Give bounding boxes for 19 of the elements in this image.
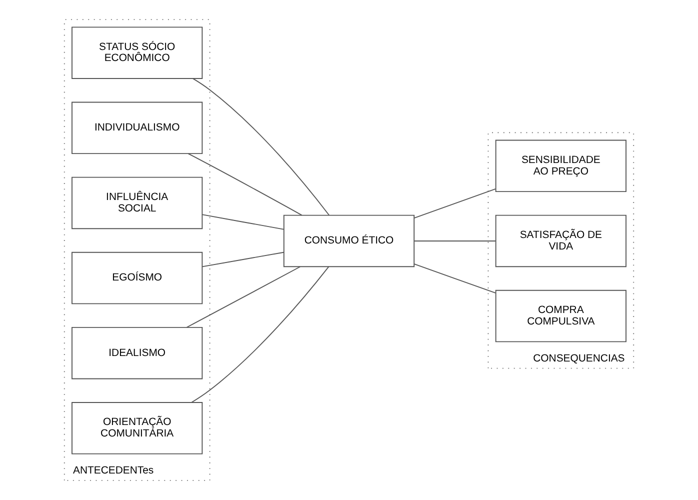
connector (414, 240, 496, 242)
connector (186, 266, 301, 328)
connector (414, 188, 496, 219)
connector (414, 263, 496, 294)
node-box: STATUS SÓCIO ECONÔMICO (72, 26, 203, 79)
connector (202, 214, 284, 230)
node-box: CONSUMO ÉTICO (283, 214, 415, 268)
connector (202, 252, 284, 268)
connector (192, 78, 330, 216)
connector (188, 153, 302, 216)
node-box: SENSIBILIDADE AO PREÇO (495, 140, 626, 192)
node-box: EGOÍSMO (72, 252, 203, 304)
node-box: ORIENTAÇÃO COMUNITÁRIA (72, 402, 203, 454)
node-box: COMPRA COMPULSIVA (495, 290, 626, 342)
node-box: INFLUÊNCIA SOCIAL (72, 176, 203, 230)
node-box: INDIVIDUALISMO (72, 102, 203, 154)
node-box: IDEALISMO (72, 326, 203, 380)
connector (190, 266, 330, 403)
node-box: SATISFAÇÃO DE VIDA (495, 214, 626, 268)
